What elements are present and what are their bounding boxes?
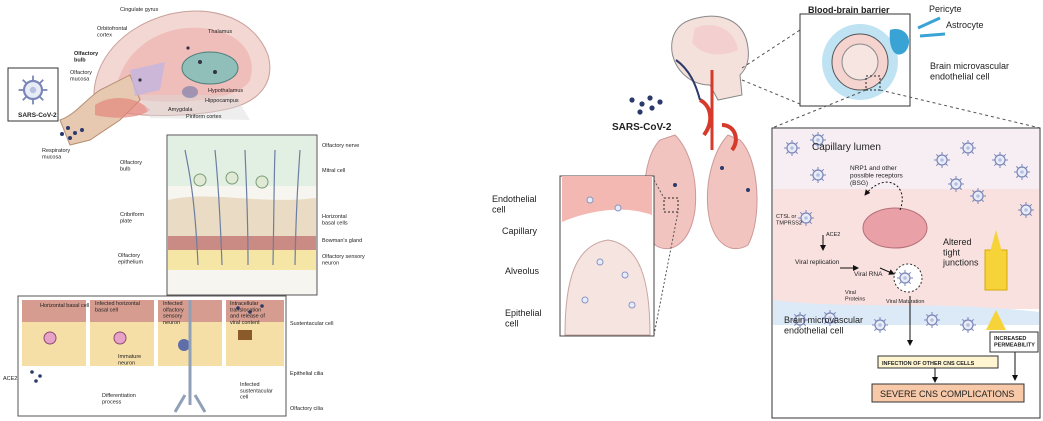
label-viral-maturation: Viral Maturation [886,299,924,305]
label-alveolus: Alveolus [505,266,540,276]
label-piriform: Piriform cortex [186,114,222,120]
label-p1: Horizontal basal cell [40,303,89,309]
label-amygdala: Amygdala [168,107,193,113]
label-olfactory-nerve: Olfactory nerve [322,143,359,149]
virus-icon [19,76,48,105]
label-hypothalamus: Hypothalamus [208,88,243,94]
label-epithelial-cilia: Epithelial cilia [290,371,324,377]
virus-label: SARS-CoV-2 [18,112,57,119]
label-olfactory-cilia: Olfactory cilia [290,406,324,412]
label-viral-replication: Viral replication [795,259,840,266]
label-sustentacular: Sustentacular cell [290,321,333,327]
label-infection: INFECTION OF OTHER CNS CELLS [882,361,975,367]
label-thalamus: Thalamus [208,29,232,35]
label-capillary-lumen: Capillary lumen [812,142,881,153]
label-ace2-left: ACE2 [3,376,17,382]
virus-label-right: SARS-CoV-2 [612,122,672,133]
label-ace2-right: ACE2 [826,232,840,238]
label-astrocyte: Astrocyte [946,20,984,30]
label-capillary: Capillary [502,226,538,236]
bbb-title: Blood-brain barrier [808,5,890,15]
label-hippocampus: Hippocampus [205,98,239,104]
label-viral-rna: Viral RNA [854,271,883,278]
label-mitral-cell: Mitral cell [322,168,345,174]
label-pericyte: Pericyte [929,4,962,14]
left-panel: SARS-CoV-2 Cingulate gyrus Orbitofrontal… [3,7,365,416]
label-severe: SEVERE CNS COMPLICATIONS [880,389,1014,399]
head-illustration [60,11,270,145]
virus-particles-right [629,95,662,114]
label-cingulate: Cingulate gyrus [120,7,158,13]
label-bowman: Bowman's gland [322,238,362,244]
